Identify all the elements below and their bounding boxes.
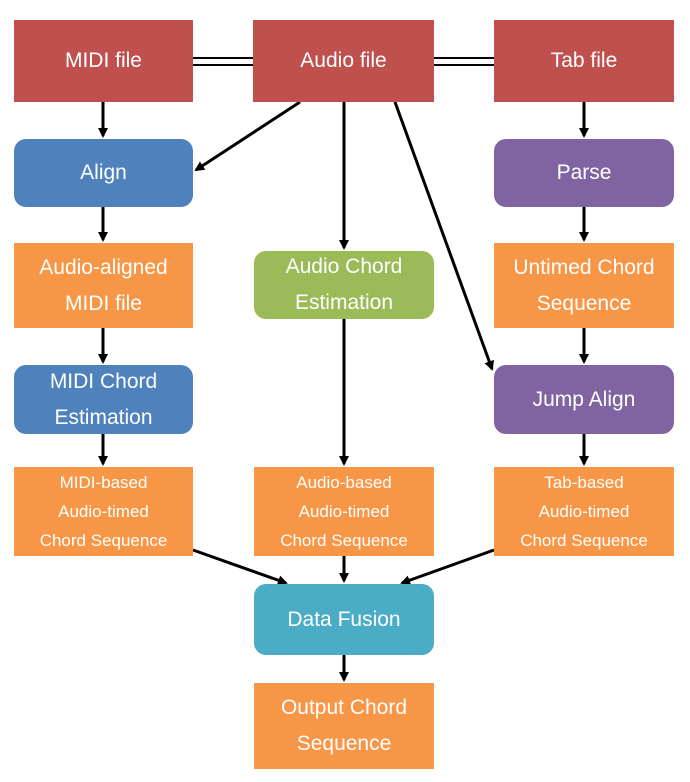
output-chord-sequence-line-2: Sequence — [296, 732, 392, 755]
midi-chord-estimation-line-2: Estimation — [54, 405, 153, 429]
parse-box: Parse — [494, 139, 674, 207]
audio-based-sequence-line-1: Audio-based — [296, 473, 392, 492]
audio-aligned-midi-line-1: Audio-aligned — [39, 255, 168, 279]
data-fusion-label: Data Fusion — [287, 607, 401, 631]
tab-file-box: Tab file — [494, 20, 674, 102]
midi-file-box: MIDI file — [14, 20, 193, 102]
output-chord-sequence-line-1: Output Chord — [280, 696, 408, 719]
audio-aligned-midi-box: Audio-aligned MIDI file — [14, 243, 193, 328]
audio-chord-estimation-line-1: Audio Chord — [285, 255, 403, 278]
output-chord-sequence-box: Output Chord Sequence — [254, 683, 434, 769]
jump-align-label: Jump Align — [532, 387, 636, 411]
arrow-audio-to-align — [194, 100, 301, 172]
tab-based-sequence-line-1: Tab-based — [544, 473, 624, 492]
tab-based-sequence-line-3: Chord Sequence — [520, 531, 648, 550]
midi-based-sequence-line-2: Audio-timed — [58, 502, 149, 521]
midi-based-sequence-line-3: Chord Sequence — [39, 531, 168, 550]
tab-based-sequence-box: Tab-based Audio-timed Chord Sequence — [494, 467, 674, 556]
audio-file-label: Audio file — [300, 49, 387, 72]
tab-based-sequence-line-2: Audio-timed — [538, 502, 630, 521]
align-box: Align — [14, 139, 193, 207]
audio-based-sequence-box: Audio-based Audio-timed Chord Sequence — [254, 467, 434, 556]
arrow-audio-to-jump-align — [393, 101, 494, 371]
audio-aligned-midi-line-2: MIDI file — [64, 291, 142, 315]
midi-based-sequence-line-1: MIDI-based — [59, 473, 148, 492]
midi-chord-estimation-box: MIDI Chord Estimation — [14, 365, 193, 434]
align-label: Align — [80, 161, 127, 184]
midi-file-label: MIDI file — [64, 49, 142, 72]
arrow-midi-sequence-to-fusion — [192, 548, 288, 586]
audio-chord-estimation-box: Audio Chord Estimation — [254, 251, 434, 319]
tab-file-label: Tab file — [550, 49, 618, 72]
audio-based-sequence-line-2: Audio-timed — [298, 502, 390, 521]
midi-based-sequence-box: MIDI-based Audio-timed Chord Sequence — [14, 467, 193, 556]
arrow-tab-sequence-to-fusion — [400, 548, 495, 586]
untimed-chord-sequence-line-2: Sequence — [536, 291, 632, 315]
data-fusion-box: Data Fusion — [254, 584, 434, 655]
untimed-chord-sequence-line-1: Untimed Chord — [513, 255, 655, 279]
audio-file-box: Audio file — [253, 20, 434, 102]
untimed-chord-sequence-box: Untimed Chord Sequence — [494, 243, 674, 328]
jump-align-box: Jump Align — [494, 365, 674, 434]
audio-based-sequence-line-3: Chord Sequence — [280, 531, 408, 550]
parse-label: Parse — [556, 161, 612, 184]
audio-chord-estimation-line-2: Estimation — [294, 291, 394, 314]
midi-chord-estimation-line-1: MIDI Chord — [49, 369, 158, 393]
